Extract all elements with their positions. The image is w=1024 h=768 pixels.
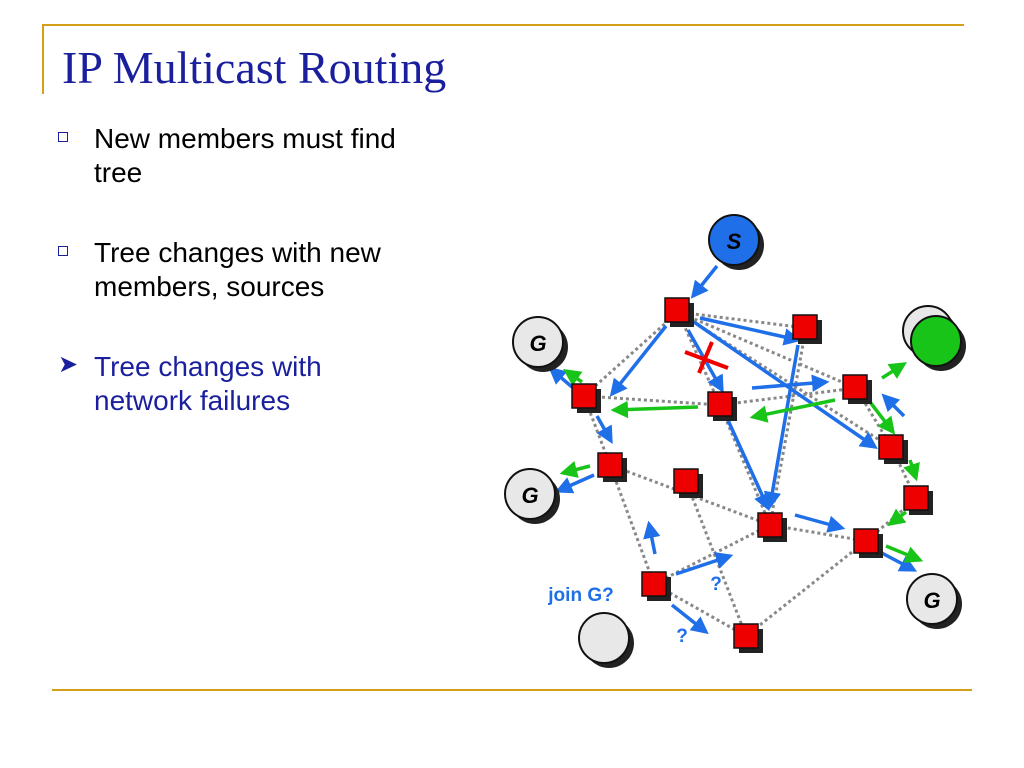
title-accent-vertical (42, 24, 44, 94)
green-arrow (749, 398, 836, 423)
source-node: S (708, 214, 764, 270)
blue-arrow (595, 415, 613, 445)
link (653, 523, 771, 586)
blue-arrow (794, 513, 846, 533)
green-arrow (610, 400, 699, 419)
group-label: G (521, 483, 538, 508)
router-node (842, 374, 872, 404)
blue-arrow (699, 316, 802, 346)
group-member-node: G (512, 316, 568, 372)
green-tree-arrows (559, 362, 924, 563)
square-bullet-icon (58, 132, 68, 142)
blue-arrow (763, 344, 800, 510)
blue-arrow (609, 324, 668, 397)
blue-arrow (725, 417, 771, 512)
router-node (792, 314, 822, 344)
blue-arrow (675, 552, 734, 576)
green-arrow (559, 461, 591, 478)
link (769, 523, 867, 543)
link (768, 327, 808, 526)
router-node (641, 571, 671, 601)
title-accent-horizontal (42, 24, 964, 26)
green-arrow (887, 508, 908, 527)
router-node (903, 485, 933, 515)
blue-arrow (881, 393, 906, 418)
footer-rule (52, 689, 972, 691)
blue-arrow (670, 603, 709, 635)
bullet-line: New members must find (94, 123, 396, 154)
blue-arrow (877, 549, 918, 572)
link-failure-x-icon (684, 341, 729, 374)
group-label: G (923, 588, 940, 613)
bullet-text: Tree changes with new members, sources (94, 236, 474, 304)
blue-arrow (554, 473, 595, 494)
green-arrow (903, 459, 920, 482)
question-label: ? (676, 626, 688, 647)
bullet-line: members, sources (94, 271, 325, 302)
joining-host-node (578, 612, 634, 668)
green-arrow (868, 400, 896, 435)
routers (571, 297, 933, 653)
router-node (733, 623, 763, 653)
link (677, 310, 857, 390)
link (583, 394, 721, 407)
router-node (853, 528, 883, 558)
router-node (673, 468, 703, 498)
router-node (597, 452, 627, 482)
group-member-node: G (504, 468, 560, 524)
new-member-node (910, 315, 966, 371)
router-node (707, 391, 737, 421)
router-node (664, 297, 694, 327)
slide-title: IP Multicast Routing (62, 42, 447, 93)
bullet-line: Tree changes with (94, 351, 322, 382)
router-node (878, 434, 908, 464)
router-node (757, 512, 787, 542)
blue-arrow (751, 374, 830, 392)
bullet-text: Tree changes with network failures (94, 350, 474, 418)
green-arrow (885, 544, 924, 563)
bullet-line: Tree changes with new (94, 237, 381, 268)
link (745, 539, 867, 638)
link (583, 310, 679, 398)
square-bullet-icon (58, 246, 68, 256)
green-arrow (881, 362, 907, 380)
bullet-line: tree (94, 157, 143, 188)
group-member-node: G (906, 573, 962, 629)
router-node (571, 383, 601, 413)
green-arrow (563, 369, 583, 387)
bullet-line: network failures (94, 385, 291, 416)
blue-arrow (690, 264, 719, 299)
question-label: ? (710, 574, 722, 595)
source-label: S (727, 229, 742, 254)
blue-arrow (643, 520, 661, 555)
bullet-text: New members must find tree (94, 122, 474, 190)
group-label: G (529, 331, 546, 356)
join-query-label: join G? (547, 585, 613, 606)
blue-tree-arrows (548, 264, 918, 635)
link (684, 480, 748, 637)
arrow-bullet-icon: ➤ (58, 351, 80, 378)
